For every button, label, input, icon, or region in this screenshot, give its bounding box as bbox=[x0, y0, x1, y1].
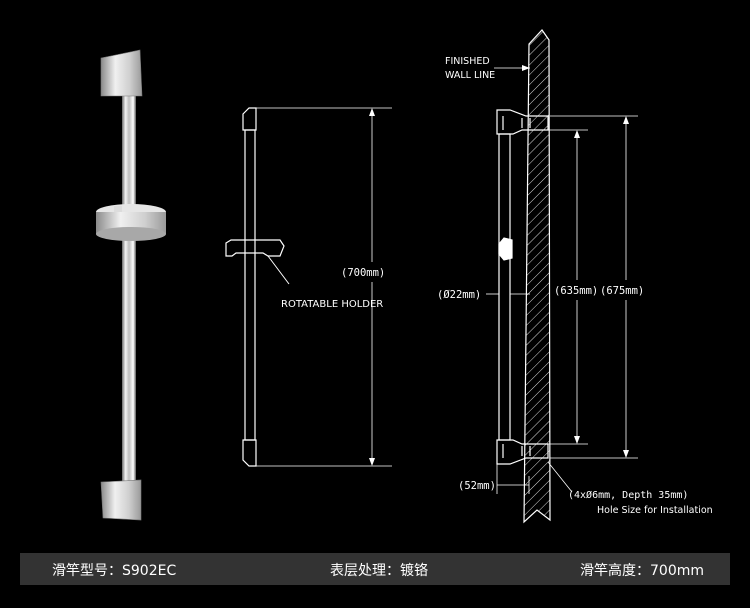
dim-675-label: (675mm) bbox=[600, 285, 644, 297]
dim-675-arrow-bottom bbox=[623, 450, 629, 458]
holder-bottom bbox=[96, 227, 166, 241]
model-spec: 滑竿型号：S902EC bbox=[52, 563, 177, 579]
finish-spec: 表层处理：镀铬 bbox=[330, 563, 428, 579]
front-bottom-cap bbox=[242, 439, 257, 467]
side-rail bbox=[498, 133, 511, 441]
wall-hatch bbox=[523, 29, 551, 524]
front-view-drawing bbox=[225, 107, 392, 467]
holder-knob bbox=[114, 206, 122, 212]
dim-635-arrow-bottom bbox=[574, 436, 580, 444]
front-rail bbox=[244, 129, 256, 441]
side-holder bbox=[498, 237, 513, 261]
bottom-bracket bbox=[100, 479, 142, 521]
dim-700-arrow-top bbox=[369, 108, 375, 116]
product-photo bbox=[96, 49, 166, 521]
rotatable-holder-label: ROTATABLE HOLDER bbox=[281, 299, 383, 310]
top-bracket bbox=[100, 49, 143, 97]
slide-rail bbox=[122, 80, 136, 492]
spec-bar: 滑竿型号：S902EC 表层处理：镀铬 滑竿高度：700mm bbox=[20, 553, 730, 585]
holder-leader-line bbox=[267, 255, 290, 285]
hole-size-note: Hole Size for Installation bbox=[597, 505, 713, 516]
holes-spec-label: (4xØ6mm, Depth 35mm) bbox=[568, 489, 688, 501]
dim-635-arrow-top bbox=[574, 130, 580, 138]
dim-635-label: (635mm) bbox=[554, 285, 598, 297]
dim-700-arrow-bottom bbox=[369, 458, 375, 466]
holes-leader bbox=[547, 461, 573, 493]
height-spec: 滑竿高度：700mm bbox=[580, 563, 704, 579]
front-top-cap bbox=[242, 107, 257, 131]
side-bottom-bracket bbox=[496, 439, 549, 465]
dim-52-label: (52mm) bbox=[458, 480, 496, 492]
finished-wall-line-label-2: WALL LINE bbox=[445, 70, 495, 81]
side-view-drawing bbox=[486, 29, 638, 524]
finished-wall-line-label-1: FINISHED bbox=[445, 56, 490, 67]
dim-675-arrow-top bbox=[623, 116, 629, 124]
side-top-bracket-inner bbox=[502, 116, 531, 130]
wall-line-arrow bbox=[522, 65, 530, 71]
dim-700-label: (700mm) bbox=[341, 267, 385, 279]
dim-22-label: (Ø22mm) bbox=[437, 289, 481, 301]
side-bottom-bracket-inner bbox=[502, 444, 531, 458]
